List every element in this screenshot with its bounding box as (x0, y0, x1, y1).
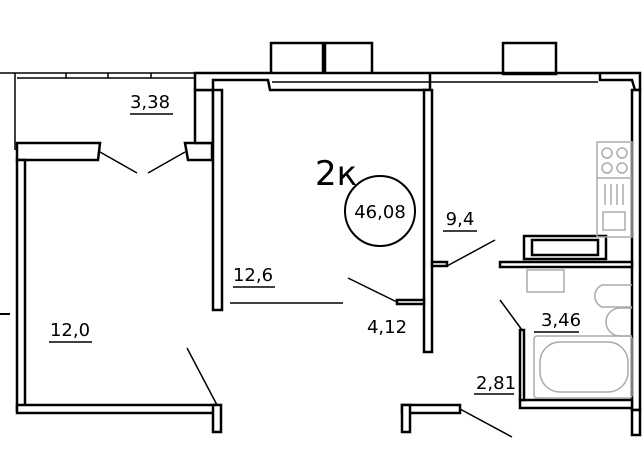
bathroom-fixtures-icon (526, 269, 633, 399)
living-room-area-label: 12,0 (50, 320, 90, 341)
room-type-label: 2к (315, 154, 357, 194)
door-swings (99, 151, 523, 438)
kitchen-stove-icon (596, 141, 633, 238)
bedroom-area-label: 12,6 (233, 265, 273, 286)
outer-walls (0, 71, 642, 437)
hall-area-label: 4,12 (367, 317, 407, 338)
entry-area-label: 2,81 (476, 373, 516, 394)
balcony-outline (0, 72, 215, 162)
kitchen-area-label: 9,4 (446, 209, 475, 230)
interior-walls (211, 88, 634, 402)
total-area-label: 46,08 (354, 202, 406, 223)
bathroom-area-label: 3,46 (541, 310, 581, 331)
windows (269, 41, 558, 76)
balcony-area-label: 3,38 (130, 92, 170, 113)
total-area-circle (344, 175, 416, 247)
